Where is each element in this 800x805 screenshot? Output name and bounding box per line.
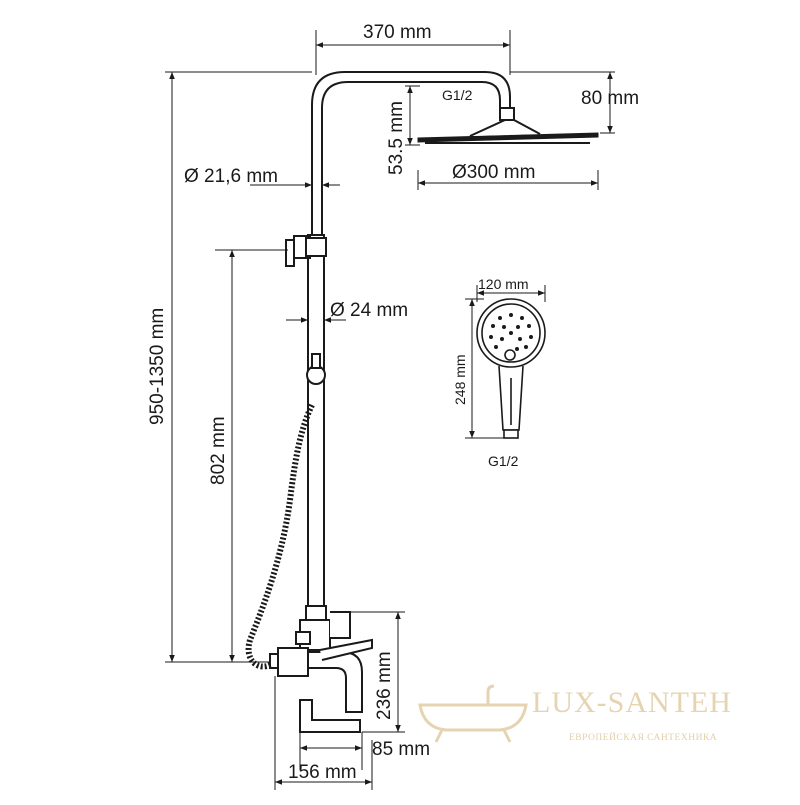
shower-hose: [245, 403, 315, 670]
bathtub-icon: [418, 684, 528, 743]
label-hand-connector: G1/2: [488, 453, 519, 469]
label-mixer-height: 236 mm: [374, 651, 395, 720]
spray-selector: [504, 349, 516, 361]
watermark-name: LUX-SANTEH: [532, 686, 732, 719]
dimension-labels: 370 mm 80 mm G1/2 53.5 mm Ø300 mm Ø 21,6…: [147, 22, 639, 783]
label-hand-width: 120 mm: [478, 276, 529, 292]
label-rail-diameter: Ø 24 mm: [330, 300, 408, 321]
label-arm-pipe-diameter: Ø 21,6 mm: [184, 166, 278, 187]
head-connector: [499, 107, 515, 121]
mixer-body: [269, 611, 373, 733]
dimension-lines: [165, 30, 615, 790]
watermark-tagline: ЕВРОПЕЙСКАЯ САНТЕХНИКА: [569, 731, 717, 743]
label-head-height: 80 mm: [581, 88, 639, 109]
hand-shower-head: [476, 298, 546, 368]
hand-shower-nozzles: [489, 313, 533, 351]
label-spout-depth: 85 mm: [372, 739, 430, 760]
label-total-height: 950-1350 mm: [147, 308, 168, 425]
label-hand-length: 248 mm: [452, 354, 468, 405]
slide-rail: [307, 234, 325, 611]
label-head-gap: 53.5 mm: [386, 101, 407, 175]
shower-arm: [311, 71, 511, 235]
label-mixer-depth: 156 mm: [288, 762, 357, 783]
hand-shower-connector: [503, 429, 519, 439]
rain-shower-head: [417, 132, 599, 143]
hand-shower: [476, 298, 546, 439]
label-arm-length: 370 mm: [363, 22, 432, 43]
nozzle-dots: [425, 142, 590, 144]
hand-shower-dimensions: [465, 285, 546, 439]
watermark-logo: LUX-SANTEH ЕВРОПЕЙСКАЯ САНТЕХНИКА: [418, 684, 732, 743]
label-head-connector: G1/2: [442, 87, 473, 103]
shower-column: [245, 71, 599, 733]
label-rail-height: 802 mm: [208, 416, 229, 485]
label-head-diameter: Ø300 mm: [452, 162, 535, 183]
